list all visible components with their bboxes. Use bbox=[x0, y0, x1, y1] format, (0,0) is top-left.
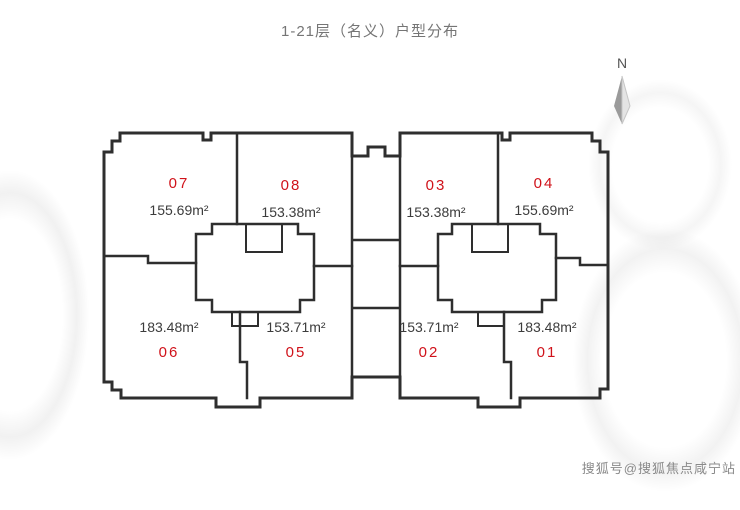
unit-number: 06 bbox=[158, 344, 180, 361]
unit-area: 153.71m² bbox=[266, 319, 326, 335]
watermark-text: 搜狐号@搜狐焦点咸宁站 bbox=[581, 461, 736, 476]
unit-label-01: 183.48m² 01 bbox=[517, 314, 576, 366]
north-label: N bbox=[616, 55, 628, 71]
north-indicator: N bbox=[600, 55, 644, 134]
unit-number: 03 bbox=[425, 177, 447, 194]
left-core-details bbox=[231, 223, 283, 327]
unit-number: 01 bbox=[536, 344, 558, 361]
unit-area: 183.48m² bbox=[517, 319, 577, 335]
unit-area: 155.69m² bbox=[149, 202, 209, 218]
unit-label-03: 03 153.38m² bbox=[406, 173, 465, 225]
unit-label-02: 153.71m² 02 bbox=[399, 314, 458, 366]
unit-area: 153.38m² bbox=[406, 204, 466, 220]
floor-plan-drawing bbox=[102, 131, 610, 409]
unit-number: 02 bbox=[418, 344, 440, 361]
unit-area: 183.48m² bbox=[139, 319, 199, 335]
unit-label-08: 08 153.38m² bbox=[261, 173, 320, 225]
unit-label-05: 153.71m² 05 bbox=[266, 314, 325, 366]
page-title: 1-21层（名义）户型分布 bbox=[280, 23, 460, 40]
right-core-details bbox=[471, 223, 509, 327]
unit-area: 155.69m² bbox=[514, 202, 574, 218]
unit-number: 05 bbox=[285, 344, 307, 361]
floor-plan-page: 1-21层（名义）户型分布 N 07 155.69m² 08 153. bbox=[0, 23, 740, 510]
building-outline bbox=[102, 131, 610, 409]
unit-number: 08 bbox=[280, 177, 302, 194]
unit-number: 07 bbox=[168, 175, 190, 192]
unit-label-04: 04 155.69m² bbox=[514, 171, 573, 223]
unit-dividers bbox=[102, 131, 610, 400]
left-core bbox=[194, 222, 316, 314]
right-core bbox=[436, 222, 558, 314]
compass-needle-icon bbox=[614, 75, 631, 125]
unit-label-07: 07 155.69m² bbox=[149, 171, 208, 223]
corridor-walls bbox=[350, 154, 402, 379]
unit-number: 04 bbox=[533, 175, 555, 192]
unit-label-06: 183.48m² 06 bbox=[139, 314, 198, 366]
unit-area: 153.38m² bbox=[261, 204, 321, 220]
unit-area: 153.71m² bbox=[399, 319, 459, 335]
